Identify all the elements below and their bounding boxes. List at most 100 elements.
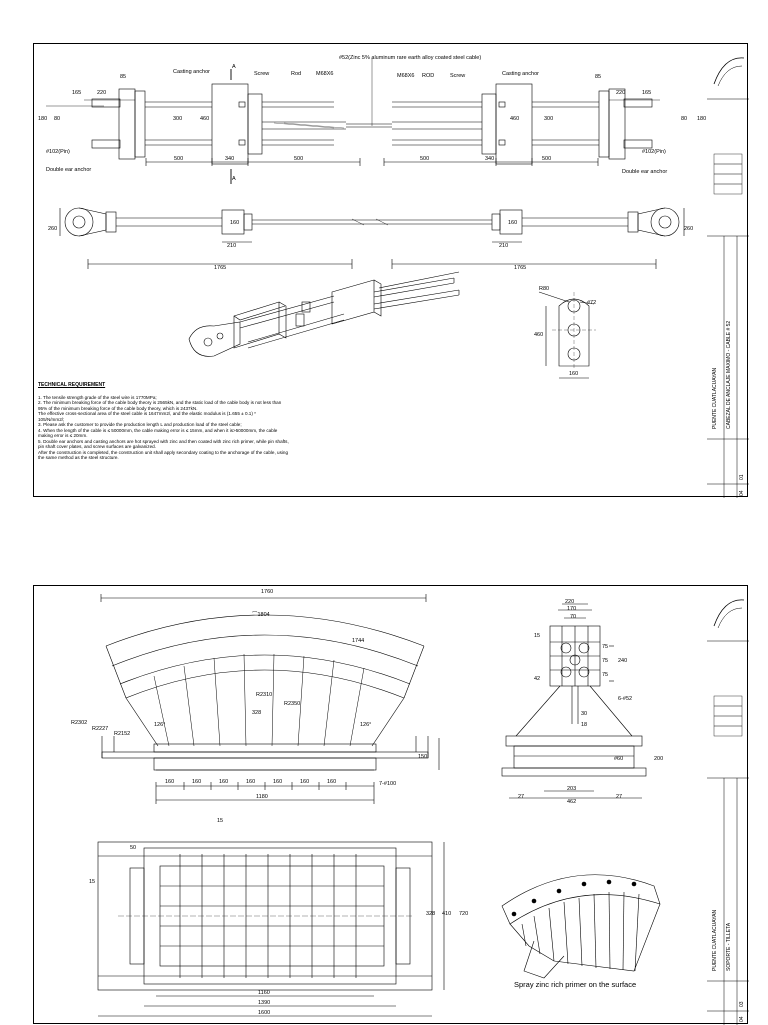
title-block-project: PUENTE CUATLACUAYAN [712, 367, 718, 429]
dim-85-right: 85 [595, 74, 602, 80]
dim-r2152: R2152 [114, 731, 131, 737]
dim-410-plan: 410 [442, 911, 452, 917]
cable-isometric-view [188, 271, 460, 357]
dim-460-detail: 460 [534, 332, 544, 338]
cable-spec-label: #52(Zinc 5% aluminum rare earth alloy co… [339, 55, 482, 61]
dim-1760: 1760 [261, 589, 274, 595]
title-block-sheet-no: 01 [739, 474, 745, 480]
dim-27-left: 27 [518, 794, 525, 800]
dim-160-mid-left: 160 [230, 220, 240, 226]
dim-phi72: #72 [587, 300, 597, 306]
tech-line: The effective cross-sectional area of th… [38, 411, 256, 416]
dim-85-left: 85 [120, 74, 127, 80]
saddle-elevation [100, 594, 440, 804]
title-block-title-2: SOPORTE - TILLETA [726, 922, 732, 971]
dim-160-3: 160 [219, 779, 229, 785]
dim-500-a: 500 [174, 156, 184, 162]
rod-label-left: Rod [291, 71, 302, 77]
title-block-lines-2 [707, 599, 749, 1025]
dim-165-left: 165 [72, 90, 82, 96]
dim-18-side: 18 [581, 722, 588, 728]
dim-160-5: 160 [273, 779, 283, 785]
dim-75-2: 75 [602, 658, 609, 664]
dim-75-3: 75 [602, 672, 609, 678]
dim-126-left: 126° [154, 722, 166, 728]
dim-80-left: 80 [54, 116, 61, 122]
dim-260-right: 260 [684, 226, 694, 232]
dim-170-side: 170 [567, 606, 577, 612]
dim-203: 203 [567, 786, 577, 792]
tech-line: the same method as the steel structure. [38, 455, 119, 460]
dim-126-right: 126° [360, 722, 372, 728]
section-mark-top: A [232, 64, 236, 70]
dim-180-left: 180 [38, 116, 48, 122]
dim-150: 150 [418, 754, 428, 760]
dim-1744: 1744 [352, 638, 365, 644]
dim-160-detail: 160 [569, 371, 579, 377]
screw-label-right: Screw [450, 73, 466, 79]
title-block-sheet-no-2: 03 [739, 1001, 745, 1007]
dim-180-right: 180 [697, 116, 707, 122]
cable-anchor-drawing [46, 57, 749, 498]
dim-arc-1804: ⌒1804 [252, 612, 270, 618]
tech-line: pin shaft cover plates, and screw surfac… [38, 444, 156, 449]
casting-anchor-label-left: Casting anchor [173, 69, 210, 75]
dim-r2350: R2350 [284, 701, 301, 707]
dim-160-7: 160 [327, 779, 337, 785]
dim-500-c: 500 [420, 156, 430, 162]
dim-15-plan-left: 15 [89, 879, 96, 885]
title-block-sheet-total: 04 [739, 490, 745, 496]
tech-line: 3. Please ask the customer to provide th… [38, 422, 242, 427]
dim-1600: 1600 [258, 1010, 271, 1016]
dim-1180: 1180 [256, 794, 268, 800]
dim-220-side: 220 [565, 599, 575, 605]
bolts-6-phi52: 6-#52 [618, 696, 633, 702]
left-anchor-assembly [46, 83, 361, 166]
holes-7-phi100: 7-#100 [379, 781, 397, 787]
thread-label-left: M68X6 [316, 71, 334, 77]
dim-220-right: 220 [616, 90, 626, 96]
dim-70-side: 70 [570, 614, 577, 620]
dim-phi60: #60 [614, 756, 624, 762]
dim-500-b: 500 [294, 156, 304, 162]
dim-340-a: 340 [225, 156, 235, 162]
drawing-sheet-1: #52(Zinc 5% aluminum rare earth alloy co… [33, 43, 749, 498]
dim-460-left: 460 [200, 116, 210, 122]
dim-160-6: 160 [300, 779, 310, 785]
dim-160-mid-right: 160 [508, 220, 518, 226]
dim-r2227: R2227 [92, 726, 109, 732]
dim-160-1: 160 [165, 779, 175, 785]
dim-210-right: 210 [499, 243, 509, 249]
casting-anchor-label-right: Casting anchor [502, 71, 539, 77]
drawing-sheet-2: 1760 ⌒1804 1744 R2302 R2227 R2152 126° 1… [33, 585, 749, 1025]
pin-label-right: #102(Pin) [642, 149, 666, 155]
tech-line: 4. When the length of the cable is ≤ 500… [38, 427, 278, 433]
dim-300-left: 300 [173, 116, 183, 122]
tech-line: 5. Double ear anchors and casting anchor… [38, 438, 289, 444]
dim-210-left: 210 [227, 243, 237, 249]
dim-r80: R80 [539, 286, 550, 292]
dim-15-side: 15 [534, 633, 541, 639]
dim-50-plan: 50 [130, 845, 137, 851]
rod-label-right: ROD [422, 73, 435, 79]
dim-160-2: 160 [192, 779, 202, 785]
screw-label-left: Screw [254, 71, 270, 77]
tech-line: 95% of the minimum breaking force of the… [38, 405, 198, 411]
dim-80-right: 80 [681, 116, 688, 122]
dim-165-right: 165 [642, 90, 652, 96]
cable-side-elevation [59, 207, 685, 269]
dim-1765-left: 1765 [214, 265, 227, 271]
title-block-project-2: PUENTE CUATLACUAYAN [712, 909, 718, 971]
dim-1160: 1160 [258, 990, 270, 996]
pin-label-left: #102(Pin) [46, 149, 70, 155]
dim-462: 462 [567, 799, 577, 805]
tech-line: making error is ≤ 20mm. [38, 433, 88, 438]
dim-340-b: 340 [485, 156, 495, 162]
dim-328: 328 [252, 710, 262, 716]
saddle-isometric-view [501, 874, 661, 979]
dim-75-1: 75 [602, 644, 609, 650]
dim-720-plan: 720 [459, 911, 469, 917]
saddle-plan-view [97, 841, 445, 1017]
dim-30-side: 30 [581, 711, 588, 717]
dim-220-left: 220 [97, 90, 107, 96]
